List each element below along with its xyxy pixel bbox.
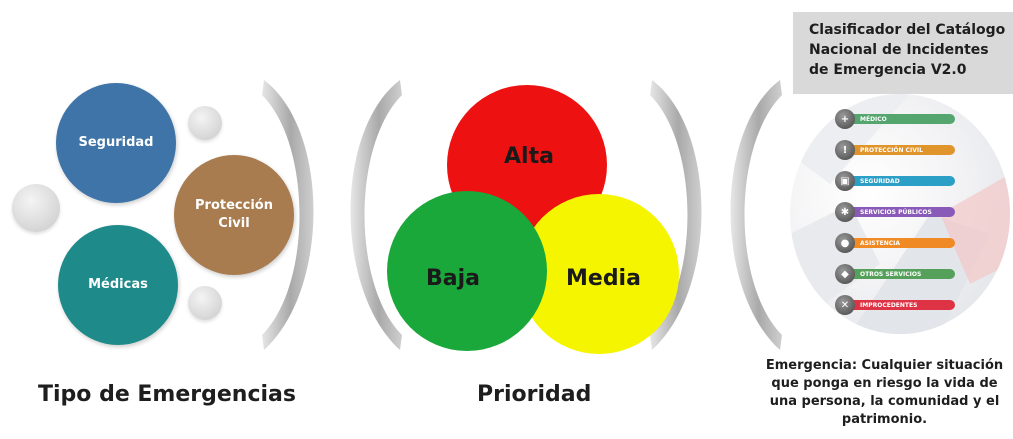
venn-label-alta: Alta (504, 144, 554, 169)
separator-close-paren-1 (262, 80, 314, 350)
people-icon: ◆ (835, 264, 855, 284)
catalog-item-label: PROTECCIÓN CIVIL (848, 145, 955, 155)
catalog-title-line-3: de Emergencia V2.0 (809, 62, 967, 78)
catalog-item: IMPROCEDENTES✕ (835, 295, 985, 315)
catalog-item-label: SERVICIOS PÚBLICOS (848, 207, 955, 217)
type-circle-proteccion-civil: Protección Civil (174, 155, 294, 275)
catalog-item-label: IMPROCEDENTES (848, 300, 955, 310)
venn-circle-baja (387, 191, 547, 351)
person-icon: ● (835, 233, 855, 253)
catalog-item: ASISTENCIA● (835, 233, 985, 253)
gear-icon: ✱ (835, 202, 855, 222)
catalog-item-label: MÉDICO (848, 114, 955, 124)
catalog-item: SEGURIDAD▣ (835, 171, 985, 191)
type-circle-seguridad: Seguridad (56, 83, 176, 203)
definition-line-3: una persona, la comunidad y el (769, 394, 1000, 409)
catalog-item: MÉDICO+ (835, 109, 985, 129)
catalog-title-line-1: Clasificador del Catálogo (809, 22, 1006, 38)
prioridad-caption: Prioridad (477, 382, 592, 407)
alert-icon: ! (835, 140, 855, 160)
decorative-dot-bottom (188, 286, 222, 320)
separator-open-paren-1 (350, 80, 402, 350)
catalog-title-box: Clasificador del Catálogo Nacional de In… (793, 12, 1013, 94)
type-label-proteccion-civil: Protección Civil (195, 198, 273, 231)
tipo-caption: Tipo de Emergencias (38, 382, 296, 407)
decorative-dot-top (188, 106, 222, 140)
definition-line-2: que ponga en riesgo la vida de (771, 376, 998, 391)
separator-close-paren-2 (650, 80, 702, 350)
definition-line-1: Emergencia: Cualquier situación (765, 358, 1004, 373)
catalog-item-label: SEGURIDAD (848, 176, 955, 186)
catalog-item: OTROS SERVICIOS◆ (835, 264, 985, 284)
venn-circle-media (519, 194, 679, 354)
type-circle-medicas: Médicas (58, 225, 178, 345)
type-label-medicas: Médicas (88, 277, 148, 293)
catalog-item: PROTECCIÓN CIVIL! (835, 140, 985, 160)
venn-label-media: Media (566, 266, 641, 291)
x-icon: ✕ (835, 295, 855, 315)
catalog-item-label: ASISTENCIA (848, 238, 955, 248)
catalog-item-label: OTROS SERVICIOS (848, 269, 955, 279)
separator-open-paren-2 (730, 80, 782, 350)
catalog-item: SERVICIOS PÚBLICOS✱ (835, 202, 985, 222)
catalog-title-line-2: Nacional de Incidentes (809, 42, 989, 58)
plus-icon: + (835, 109, 855, 129)
venn-label-baja: Baja (426, 266, 481, 291)
lock-icon: ▣ (835, 171, 855, 191)
type-label-seguridad: Seguridad (78, 135, 154, 151)
emergency-definition: Emergencia: Cualquier situación que pong… (752, 357, 1013, 429)
decorative-dot-left (12, 184, 60, 232)
definition-line-4: patrimonio. (841, 412, 928, 427)
